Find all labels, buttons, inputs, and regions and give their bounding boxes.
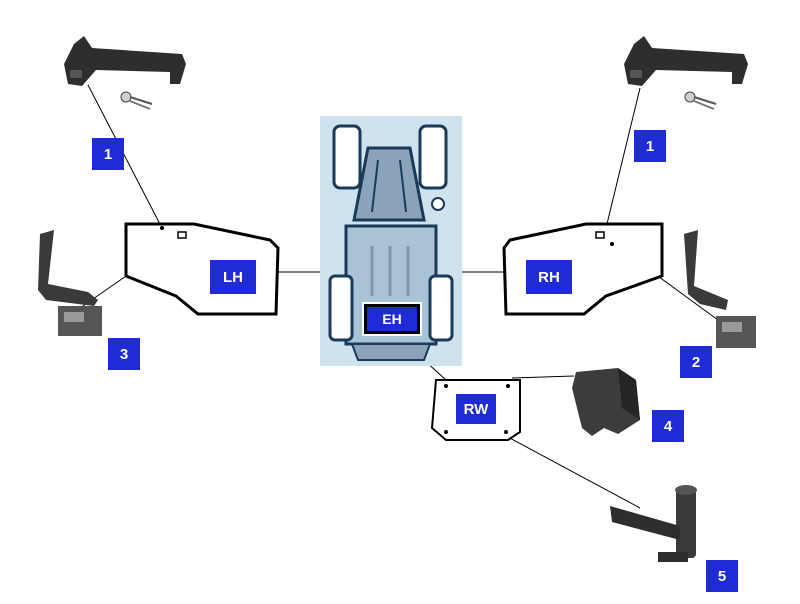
callout-badge-left-latch: 3	[108, 338, 140, 370]
key-icon	[120, 91, 153, 110]
callout-badge-right-latch: 2	[680, 346, 712, 378]
door-handle-icon	[624, 36, 748, 86]
door-latch-icon	[684, 230, 756, 348]
tractor-top-view	[320, 116, 462, 366]
callout-badge-rear-hinge: 4	[652, 410, 684, 442]
callout-badge-right-handle: 1	[634, 130, 666, 162]
door-latch-icon	[38, 230, 102, 336]
zone-label-right: RH	[526, 260, 572, 294]
rear-hinge-icon	[572, 368, 640, 436]
zone-label-center: EH	[362, 302, 422, 336]
zone-label-left: LH	[210, 260, 256, 294]
callout-badge-left-handle: 1	[92, 138, 124, 170]
zone-label-rear: RW	[456, 394, 496, 424]
key-icon	[684, 91, 717, 110]
hinge-bracket-icon	[610, 485, 697, 562]
door-handle-icon	[64, 36, 186, 86]
callout-badge-hinge-bracket: 5	[706, 560, 738, 592]
